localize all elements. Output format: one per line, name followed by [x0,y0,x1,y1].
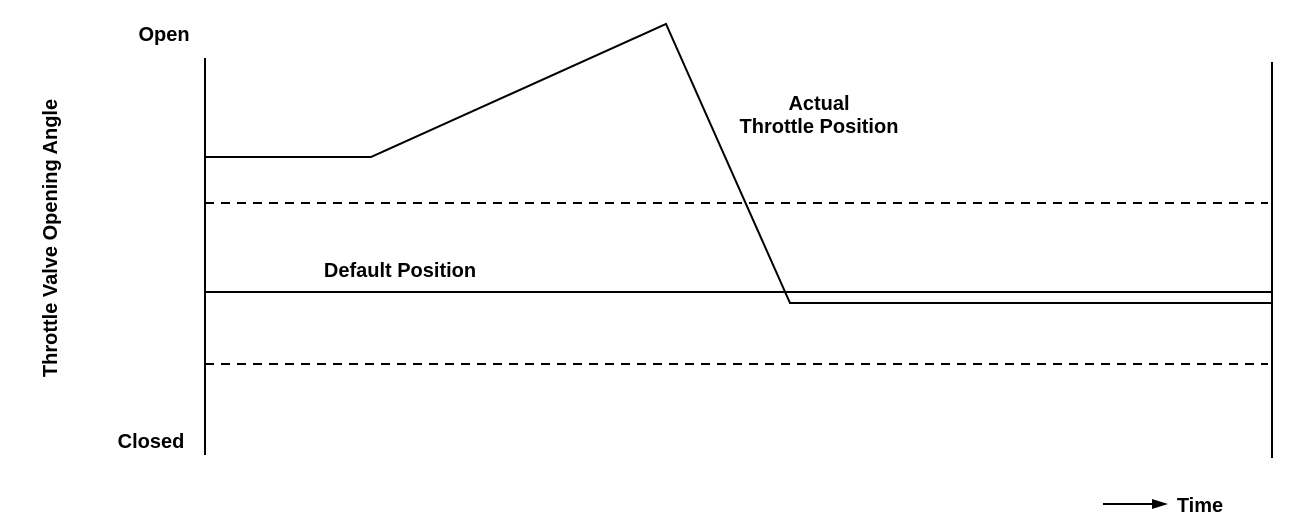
actual-label-line2: Throttle Position [740,116,899,138]
default-position-label: Default Position [324,260,476,282]
actual-throttle-position-line [205,22,1272,304]
time-arrow-icon [1152,499,1168,509]
time-label: Time [1177,495,1223,517]
closed-label: Closed [118,431,185,453]
open-label: Open [138,24,189,46]
y-axis-label: Throttle Valve Opening Angle [40,99,62,377]
actual-label-line1: Actual [788,93,849,115]
